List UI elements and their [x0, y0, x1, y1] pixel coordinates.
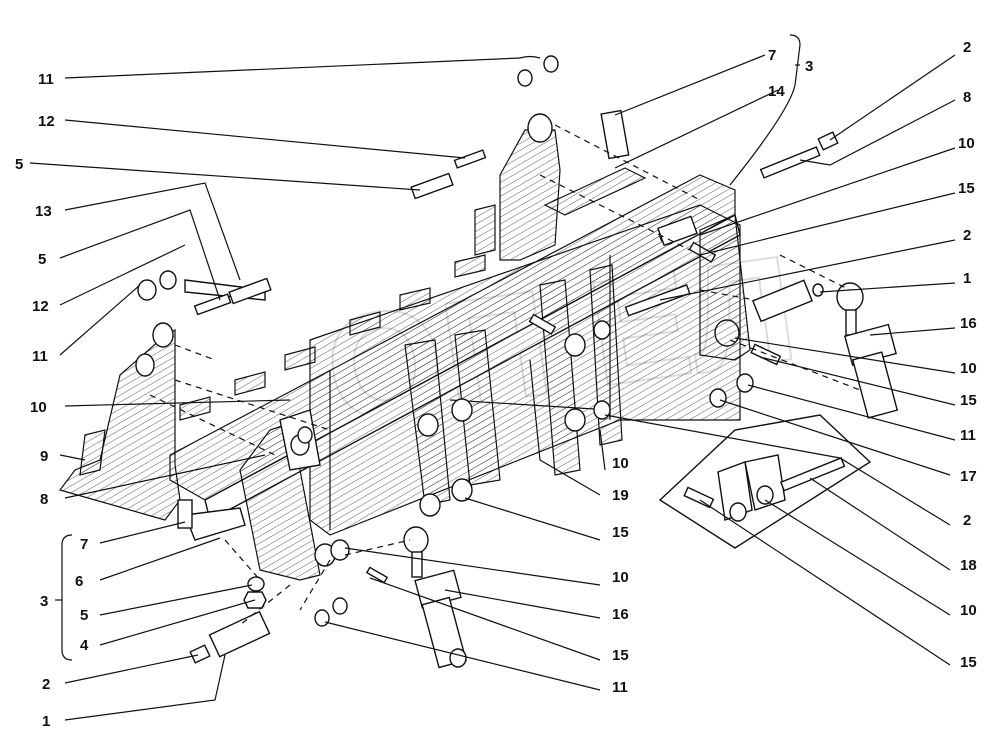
callout-label: 3 [40, 593, 48, 610]
callout-label: 14 [768, 83, 785, 100]
callout-label: 10 [612, 569, 629, 586]
left-cylinder-16 [403, 526, 467, 669]
callout-label: 2 [963, 39, 971, 56]
callouts-right: 2 8 10 15 2 1 16 10 15 11 17 2 18 10 15 [958, 39, 977, 671]
callout-label: 11 [960, 427, 976, 444]
left-bottom-hardware [189, 576, 271, 664]
callout-label: 7 [768, 47, 776, 64]
callout-label: 10 [30, 399, 47, 416]
callout-label: 15 [960, 392, 977, 409]
callout-label: 2 [963, 512, 971, 529]
top-centre-bracket [410, 55, 561, 261]
callouts-top: 7 3 14 [768, 47, 813, 100]
top-plate-14 [543, 109, 647, 216]
callout-label: 15 [960, 654, 977, 671]
left-bracket-9 [58, 270, 266, 521]
callout-label: 3 [805, 58, 813, 75]
callouts-left: 11 12 5 13 5 12 11 10 9 8 7 6 5 4 2 1 3 [15, 71, 89, 730]
callout-label: 8 [40, 491, 48, 508]
callout-label: 19 [612, 487, 629, 504]
callout-label: 12 [38, 113, 55, 130]
left-pin-group [193, 277, 272, 316]
callout-label: 15 [612, 524, 629, 541]
callout-label: 11 [612, 679, 628, 696]
callout-label: 16 [612, 606, 629, 623]
callout-label: 1 [963, 270, 971, 287]
leader-lines [29, 34, 956, 721]
callout-label: 13 [35, 203, 52, 220]
callout-label: 1 [42, 713, 50, 730]
callout-label: 18 [960, 557, 977, 574]
left-lower-small-parts [314, 539, 389, 627]
callout-label: 10 [960, 360, 977, 377]
callout-label: 8 [963, 89, 971, 106]
callouts-bottom: 10 19 15 10 16 15 11 [612, 455, 629, 696]
callout-label: 10 [958, 135, 975, 152]
callout-label: 15 [958, 180, 975, 197]
right-detail-box [658, 414, 872, 549]
callout-label: 9 [40, 448, 48, 465]
callout-label: 12 [32, 298, 49, 315]
callout-label: 11 [32, 348, 48, 365]
callout-label: 7 [80, 536, 88, 553]
callout-label: 5 [15, 156, 23, 173]
callout-label: 4 [80, 637, 89, 654]
centre-plates [404, 264, 623, 517]
callout-label: 15 [612, 647, 629, 664]
callout-label: 2 [42, 676, 50, 693]
beam-fins [179, 254, 486, 421]
callout-label: 17 [960, 468, 977, 485]
callout-label: 2 [963, 227, 971, 244]
right-cylinder-16 [836, 282, 899, 419]
callout-label: 5 [80, 607, 88, 624]
callout-label: 10 [612, 455, 629, 472]
callout-label: 11 [38, 71, 54, 88]
callout-label: 16 [960, 315, 977, 332]
callout-label: 5 [38, 251, 46, 268]
callout-label: 6 [75, 573, 83, 590]
callout-label: 10 [960, 602, 977, 619]
left-lower-mount [177, 409, 321, 581]
